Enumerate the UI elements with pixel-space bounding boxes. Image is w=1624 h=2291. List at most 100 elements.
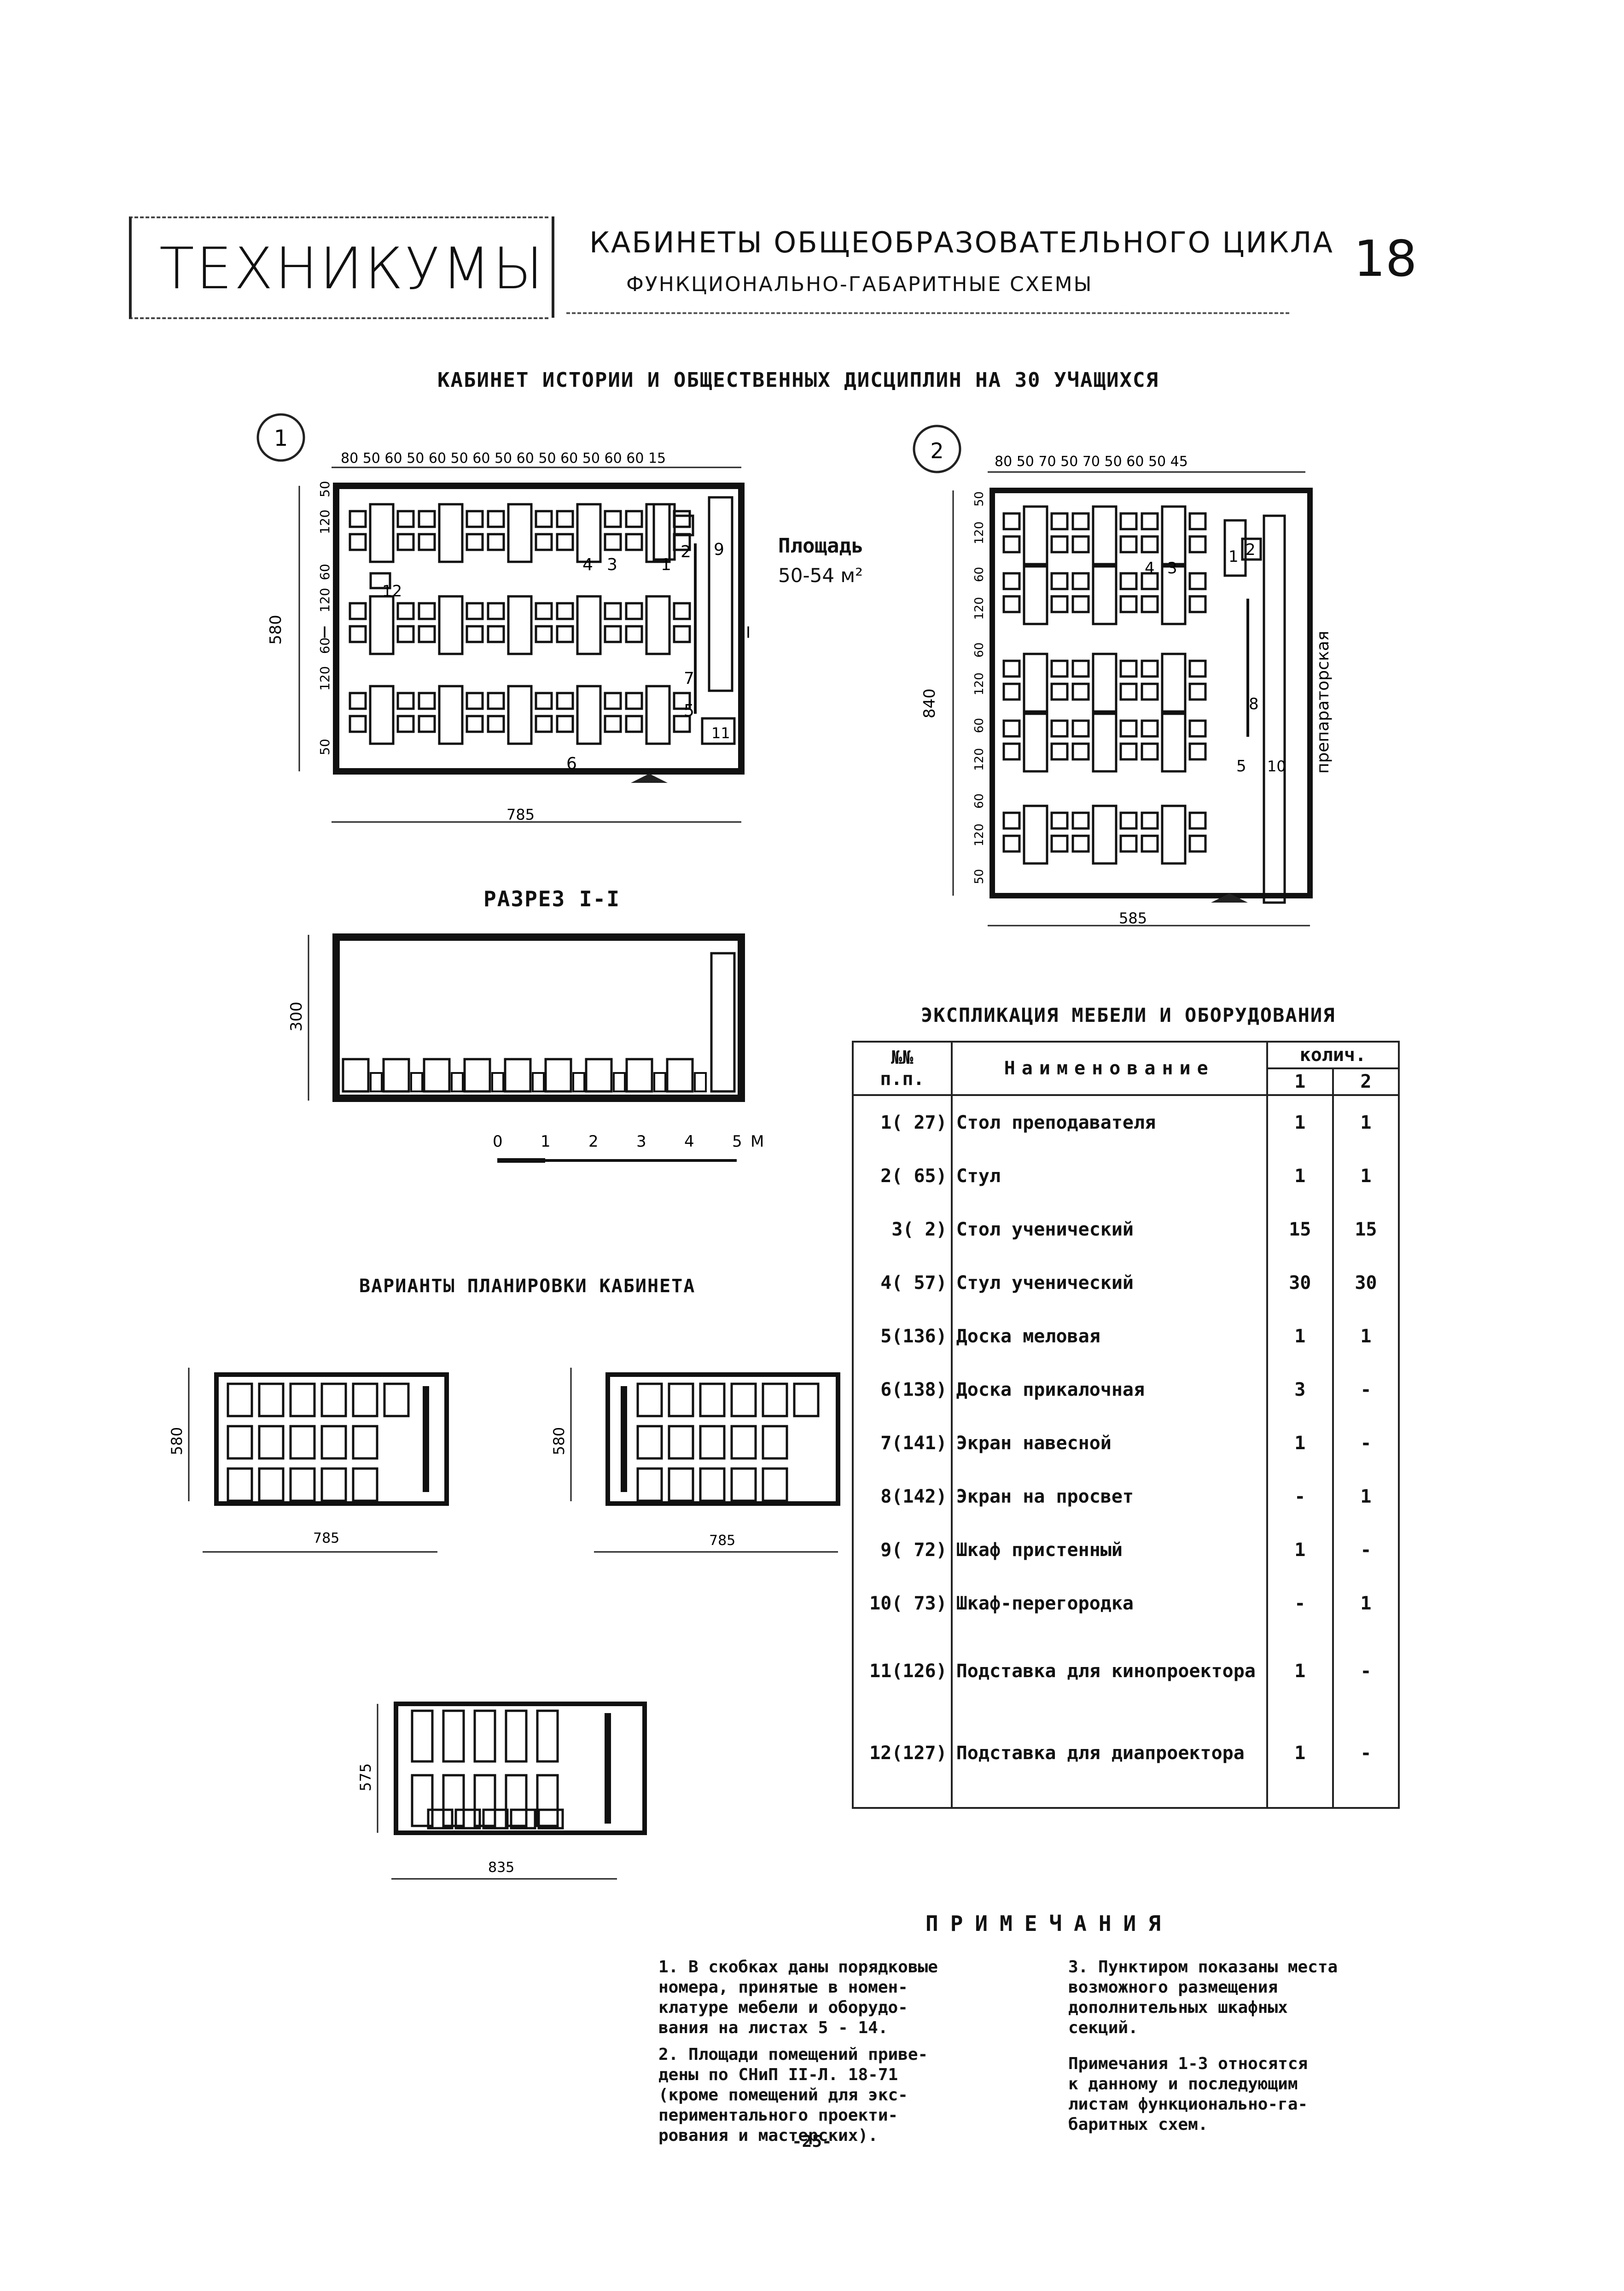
variant-1-width: 785 xyxy=(313,1530,339,1546)
plan-1-label-6: 6 xyxy=(566,754,577,773)
plan-2-label-3: 3 xyxy=(1167,559,1177,577)
svg-text:60: 60 xyxy=(317,564,332,580)
area-label: Площадь xyxy=(778,534,864,558)
col-num: №№ п.п. xyxy=(852,1041,953,1096)
scale-tick-0: 0 xyxy=(493,1132,503,1151)
plan-1-label-1: 1 xyxy=(661,555,671,574)
variant-3-height: 575 xyxy=(357,1763,374,1791)
page-number: -25- xyxy=(792,2132,832,2151)
svg-text:60: 60 xyxy=(972,642,986,658)
plan-1-label-7: 7 xyxy=(684,669,694,688)
note-4: Примечания 1-3 относятся к данному и пос… xyxy=(1068,2054,1308,2134)
plan-2-label-2: 2 xyxy=(1246,541,1256,559)
plan-2-entry-mark xyxy=(1211,893,1248,903)
plan-1-cabinet xyxy=(708,496,733,692)
header-divider xyxy=(552,216,554,318)
plan-2-side-room: препараторская xyxy=(1314,631,1333,774)
variant-3-drawing: 575 835 xyxy=(357,1702,647,1880)
note-2: 2. Площади помещений приве- дены по СНиП… xyxy=(658,2045,928,2145)
variant-2-height: 580 xyxy=(550,1427,568,1455)
plan-1-label-2: 2 xyxy=(681,542,691,561)
section-desks xyxy=(342,1058,707,1093)
plan-1-label-5: 5 xyxy=(684,701,694,720)
plan-1-top-dims: 80 50 60 50 60 50 60 50 60 50 60 50 60 6… xyxy=(341,450,666,466)
variant-2-drawing: 580 785 xyxy=(550,1368,840,1553)
plan-2-height: 840 xyxy=(920,688,939,718)
col-variant-1: 1 xyxy=(1266,1067,1334,1096)
plan-2-label-5: 5 xyxy=(1236,757,1246,775)
section-height: 300 xyxy=(287,1002,306,1032)
plan-1-label-9: 9 xyxy=(714,540,724,559)
plan-2-width: 585 xyxy=(1119,909,1147,927)
plan-2-label-8: 8 xyxy=(1249,695,1259,713)
plan-2-label-10: 10 xyxy=(1267,758,1286,775)
note-3: 3. Пунктиром показаны места возможного р… xyxy=(1068,1958,1338,2037)
plan-2-marker: 2 xyxy=(930,438,943,463)
col-name: Наименование xyxy=(950,1041,1268,1096)
sheet-number: 18 xyxy=(1354,230,1417,288)
scale-tick-2: 2 xyxy=(588,1132,599,1151)
variant-1-height: 580 xyxy=(168,1427,186,1455)
plan-1-section-right: I xyxy=(746,624,751,642)
note-1: 1. В скобках даны порядковые номера, при… xyxy=(658,1958,938,2037)
header-rule xyxy=(566,312,1289,314)
svg-text:50: 50 xyxy=(317,739,332,755)
scale-tick-3: 3 xyxy=(636,1132,646,1151)
series-label: ТЕХНИКУМЫ xyxy=(159,236,545,302)
plan-2-label-1: 1 xyxy=(1228,548,1239,566)
plan-1-side-dims: 50 120 60 120 60 120 50 xyxy=(317,481,332,755)
svg-text:50: 50 xyxy=(317,481,332,497)
plan-1-label-3: 3 xyxy=(607,555,617,574)
plan-2-top-dims: 80 50 70 50 70 50 60 50 45 xyxy=(995,454,1188,470)
col-qty: колич. xyxy=(1266,1041,1400,1069)
variant-1-drawing: 580 785 xyxy=(168,1368,449,1553)
svg-text:120: 120 xyxy=(317,666,332,691)
col-variant-2: 2 xyxy=(1332,1067,1400,1096)
section-walls xyxy=(332,933,745,1102)
svg-text:60: 60 xyxy=(972,718,986,733)
plan-1-width: 785 xyxy=(506,806,535,823)
scale-tick-1: 1 xyxy=(541,1132,551,1151)
scale-bar: 0 1 2 3 4 5 М xyxy=(493,1132,764,1163)
plan-1-drawing: 1 80 50 60 50 60 50 60 50 60 50 60 50 60… xyxy=(256,413,751,823)
svg-text:120: 120 xyxy=(972,823,986,846)
variants-title: ВАРИАНТЫ ПЛАНИРОВКИ КАБИНЕТА xyxy=(359,1276,696,1297)
plan-1-desks xyxy=(349,503,694,745)
plan-1-marker-circle xyxy=(256,413,305,462)
header-title-line2: ФУНКЦИОНАЛЬНО-ГАБАРИТНЫЕ СХЕМЫ xyxy=(626,273,1093,296)
table-row: 10( 73)Шкаф-перегородка-1 xyxy=(852,1577,1400,1630)
svg-text:60: 60 xyxy=(317,637,332,654)
table-row: 8(142)Экран на просвет-1 xyxy=(852,1470,1400,1523)
plan-1-entry-mark xyxy=(631,774,668,783)
plan-1-height: 580 xyxy=(267,615,285,645)
svg-text:120: 120 xyxy=(972,748,986,771)
explication-title: ЭКСПЛИКАЦИЯ МЕБЕЛИ И ОБОРУДОВАНИЯ xyxy=(921,1004,1336,1026)
area-value: 50-54 м² xyxy=(778,564,863,587)
plan-1-walls xyxy=(333,483,745,775)
plan-2-desks xyxy=(1002,505,1207,865)
header-title-line1: КАБИНЕТЫ ОБЩЕОБРАЗОВАТЕЛЬНОГО ЦИКЛА xyxy=(589,226,1334,259)
svg-text:120: 120 xyxy=(317,588,332,612)
plan-1-marker: 1 xyxy=(274,426,288,451)
plan-2-partition-cabinet xyxy=(1263,514,1286,904)
svg-text:120: 120 xyxy=(317,510,332,534)
series-stamp: ТЕХНИКУМЫ xyxy=(129,216,548,319)
plan-1-label-11: 11 xyxy=(711,724,730,742)
plan-2-walls xyxy=(990,488,1313,898)
svg-text:120: 120 xyxy=(972,672,986,695)
plan-1-section-left: I xyxy=(322,624,327,642)
scale-unit: М xyxy=(751,1132,764,1151)
svg-text:120: 120 xyxy=(972,521,986,544)
notes-title: ПРИМЕЧАНИЯ xyxy=(926,1911,1173,1936)
scale-tick-5: 5 xyxy=(732,1132,742,1151)
